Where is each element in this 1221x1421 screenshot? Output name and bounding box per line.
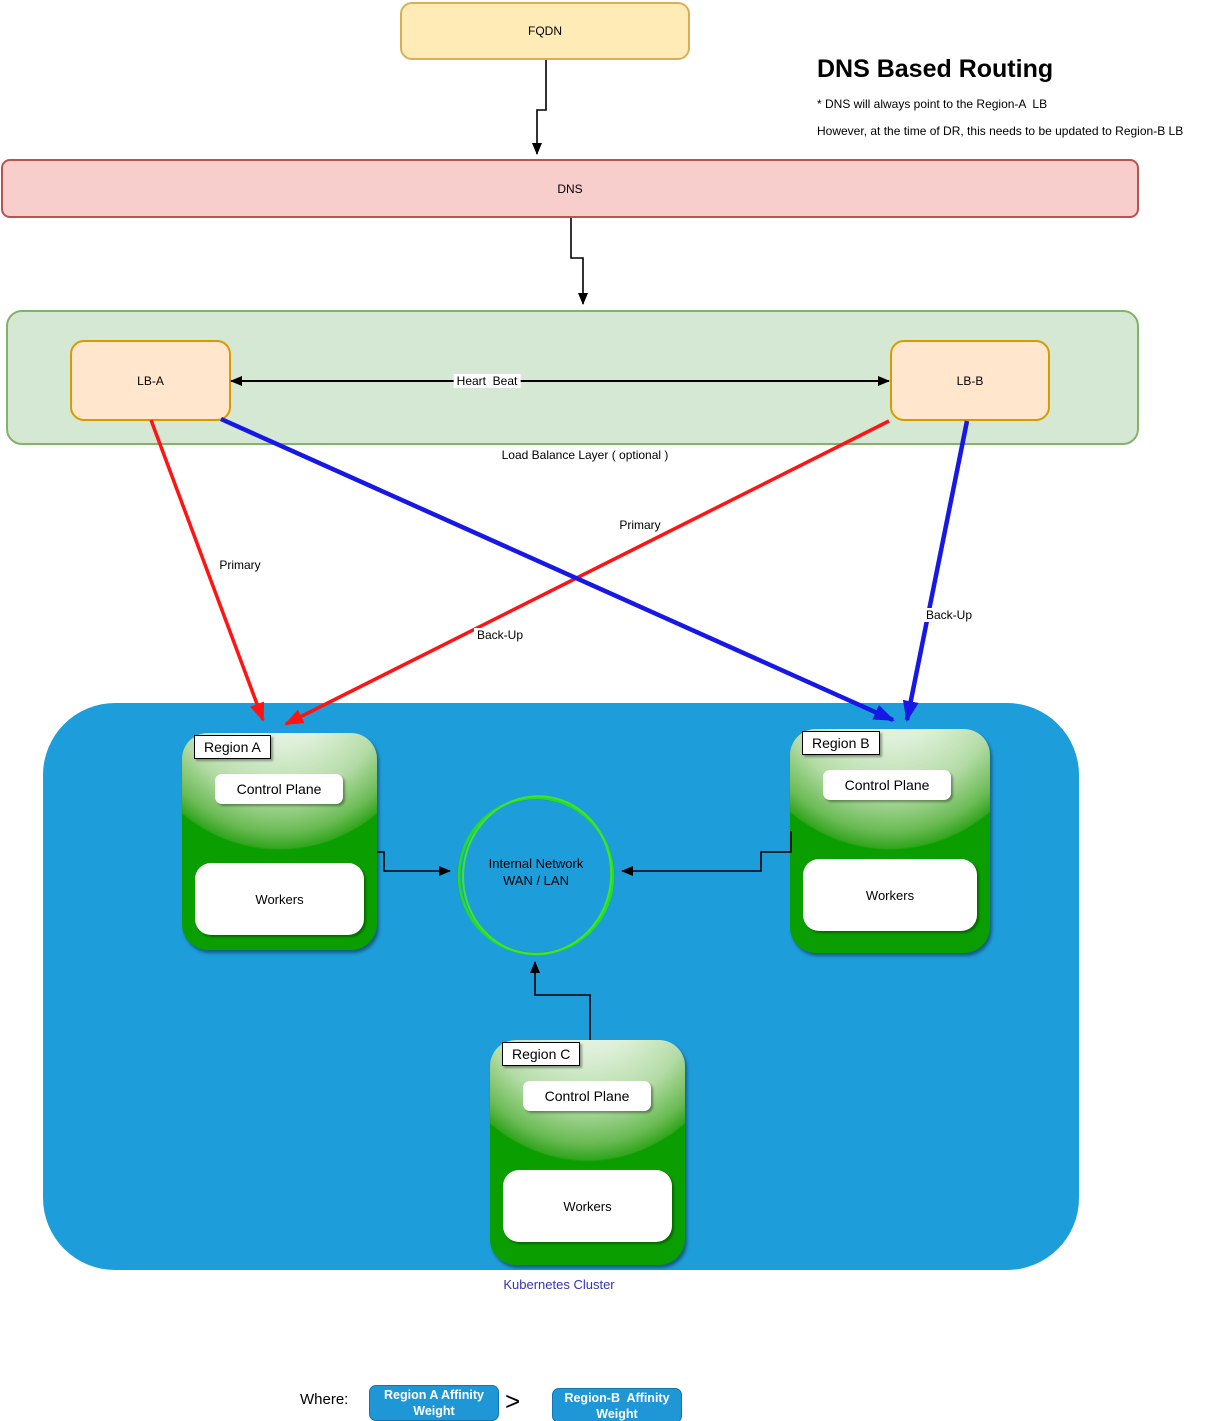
arrow-lbb-to-region-a: [284, 419, 890, 726]
region-c-node: Region C Control Plane Workers: [490, 1040, 685, 1265]
region-c-workers: Workers: [503, 1170, 672, 1242]
kubernetes-cluster-caption: Kubernetes Cluster: [503, 1277, 615, 1292]
region-c-control-plane: Control Plane: [523, 1081, 651, 1111]
load-balance-layer-caption: Load Balance Layer ( optional ): [501, 448, 669, 462]
region-a-control-plane: Control Plane: [215, 774, 343, 804]
label-primary-left: Primary: [216, 558, 264, 572]
dns-node: DNS: [1, 159, 1139, 218]
greater-than-symbol: >: [505, 1386, 521, 1416]
region-a-label: Region A: [194, 735, 271, 759]
region-b-label: Region B: [802, 731, 880, 755]
region-a-workers: Workers: [195, 863, 364, 935]
note-dns-points-region-a: * DNS will always point to the Region-A …: [817, 97, 1048, 111]
region-b-node: Region B Control Plane Workers: [790, 729, 990, 953]
lb-b-node: LB-B: [890, 340, 1050, 421]
label-primary-right: Primary: [616, 518, 664, 532]
region-a-affinity-line2: Weight: [413, 1404, 455, 1418]
internal-network-label: Internal Network WAN / LAN: [456, 855, 616, 889]
fqdn-label: FQDN: [528, 24, 562, 38]
region-a-affinity-line1: Region A Affinity: [384, 1388, 484, 1402]
page-title: DNS Based Routing: [817, 55, 1054, 83]
fqdn-node: FQDN: [400, 2, 690, 60]
arrow-lbb-to-region-b-backup: [902, 420, 970, 722]
arrow-lba-to-region-b-backup: [220, 416, 895, 723]
note-dr-update: However, at the time of DR, this needs t…: [817, 124, 1184, 138]
region-a-node: Region A Control Plane Workers: [182, 733, 377, 950]
region-b-control-plane: Control Plane: [823, 770, 951, 800]
connector-fqdn-to-dns: [532, 60, 547, 155]
label-backup-right: Back-Up: [922, 608, 976, 622]
lb-a-node: LB-A: [70, 340, 231, 421]
region-b-affinity-line1: Region-B Affinity: [564, 1390, 670, 1405]
internal-network-line1: Internal Network: [488, 856, 584, 871]
dns-label: DNS: [557, 181, 583, 196]
region-a-affinity-weight-box: Region A Affinity Weight: [369, 1385, 499, 1421]
region-b-affinity-weight-box: Region-B Affinity Weight: [552, 1388, 682, 1421]
where-label: Where:: [300, 1391, 349, 1408]
region-b-workers: Workers: [803, 859, 977, 931]
label-backup-center: Back-Up: [473, 628, 527, 642]
connector-dns-to-lb-layer: [570, 218, 588, 305]
lb-a-label: LB-A: [137, 373, 164, 388]
heartbeat-label: Heart Beat: [453, 374, 521, 388]
lb-b-label: LB-B: [956, 373, 984, 388]
internal-network-line2: WAN / LAN: [503, 873, 569, 888]
region-b-affinity-line2: Weight: [596, 1406, 638, 1421]
region-c-label: Region C: [502, 1042, 581, 1066]
